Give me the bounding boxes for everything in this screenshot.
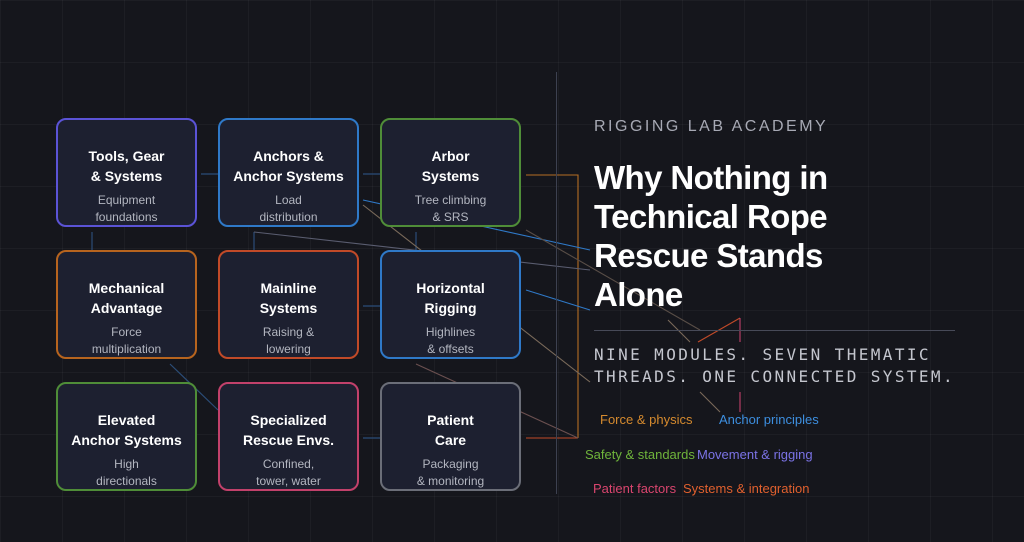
brand-kicker: RIGGING LAB ACADEMY	[594, 118, 829, 135]
thread-line-integration	[525, 229, 701, 331]
module-subtitle: Equipment foundations	[95, 193, 158, 224]
thread-line-force	[526, 174, 579, 438]
module-card-mechanical-advantage[interactable]: Mechanical Advantage Force multiplicatio…	[56, 250, 197, 359]
module-card-anchors[interactable]: Anchors & Anchor Systems Load distributi…	[218, 118, 359, 227]
module-title: Elevated Anchor Systems	[71, 412, 182, 448]
module-card-elevated[interactable]: Elevated Anchor Systems High directional…	[56, 382, 197, 491]
subheading: NINE MODULES. SEVEN THEMATIC THREADS. ON…	[594, 345, 955, 386]
thread-tick-4	[699, 391, 721, 413]
module-card-specialized[interactable]: Specialized Rescue Envs. Confined, tower…	[218, 382, 359, 491]
module-title: Horizontal Rigging	[416, 280, 485, 316]
module-subtitle: Load distribution	[259, 193, 318, 224]
module-subtitle: Tree climbing & SRS	[414, 193, 487, 224]
module-card-horizontal[interactable]: Horizontal Rigging Highlines & offsets	[380, 250, 521, 359]
thread-line-anchor	[525, 289, 591, 311]
title-divider	[594, 330, 955, 331]
thread-label-systems: Systems & integration	[683, 481, 810, 496]
thread-label-patient: Patient factors	[593, 481, 677, 496]
module-subtitle: High directionals	[96, 457, 157, 488]
thread-label-safety: Safety & standards	[585, 447, 695, 462]
thread-label-force: Force & physics	[600, 412, 693, 427]
module-card-arbor[interactable]: Arbor Systems Tree climbing & SRS	[380, 118, 521, 227]
module-title: Patient Care	[427, 412, 474, 448]
module-title: Anchors & Anchor Systems	[233, 148, 344, 184]
module-subtitle: Raising & lowering	[262, 325, 315, 356]
module-card-patient-care[interactable]: Patient Care Packaging & monitoring	[380, 382, 521, 491]
thread-label-anchor: Anchor principles	[719, 412, 819, 427]
module-card-tools[interactable]: Tools, Gear & Systems Equipment foundati…	[56, 118, 197, 227]
module-title: Arbor Systems	[421, 148, 480, 184]
module-subtitle: Force multiplication	[91, 325, 162, 356]
page-title: Why Nothing in Technical Rope Rescue Sta…	[594, 159, 828, 313]
module-card-mainline[interactable]: Mainline Systems Raising & lowering	[218, 250, 359, 359]
module-subtitle: Packaging & monitoring	[416, 457, 485, 488]
thread-label-movement: Movement & rigging	[697, 447, 813, 462]
module-title: Tools, Gear & Systems	[88, 148, 165, 184]
section-divider	[556, 72, 557, 494]
module-title: Mainline Systems	[259, 280, 318, 316]
module-subtitle: Highlines & offsets	[425, 325, 476, 356]
module-title: Mechanical Advantage	[88, 280, 165, 316]
module-subtitle: Confined, tower, water	[256, 457, 321, 488]
thread-tick-1	[667, 319, 691, 343]
module-title: Specialized Rescue Envs.	[242, 412, 335, 448]
